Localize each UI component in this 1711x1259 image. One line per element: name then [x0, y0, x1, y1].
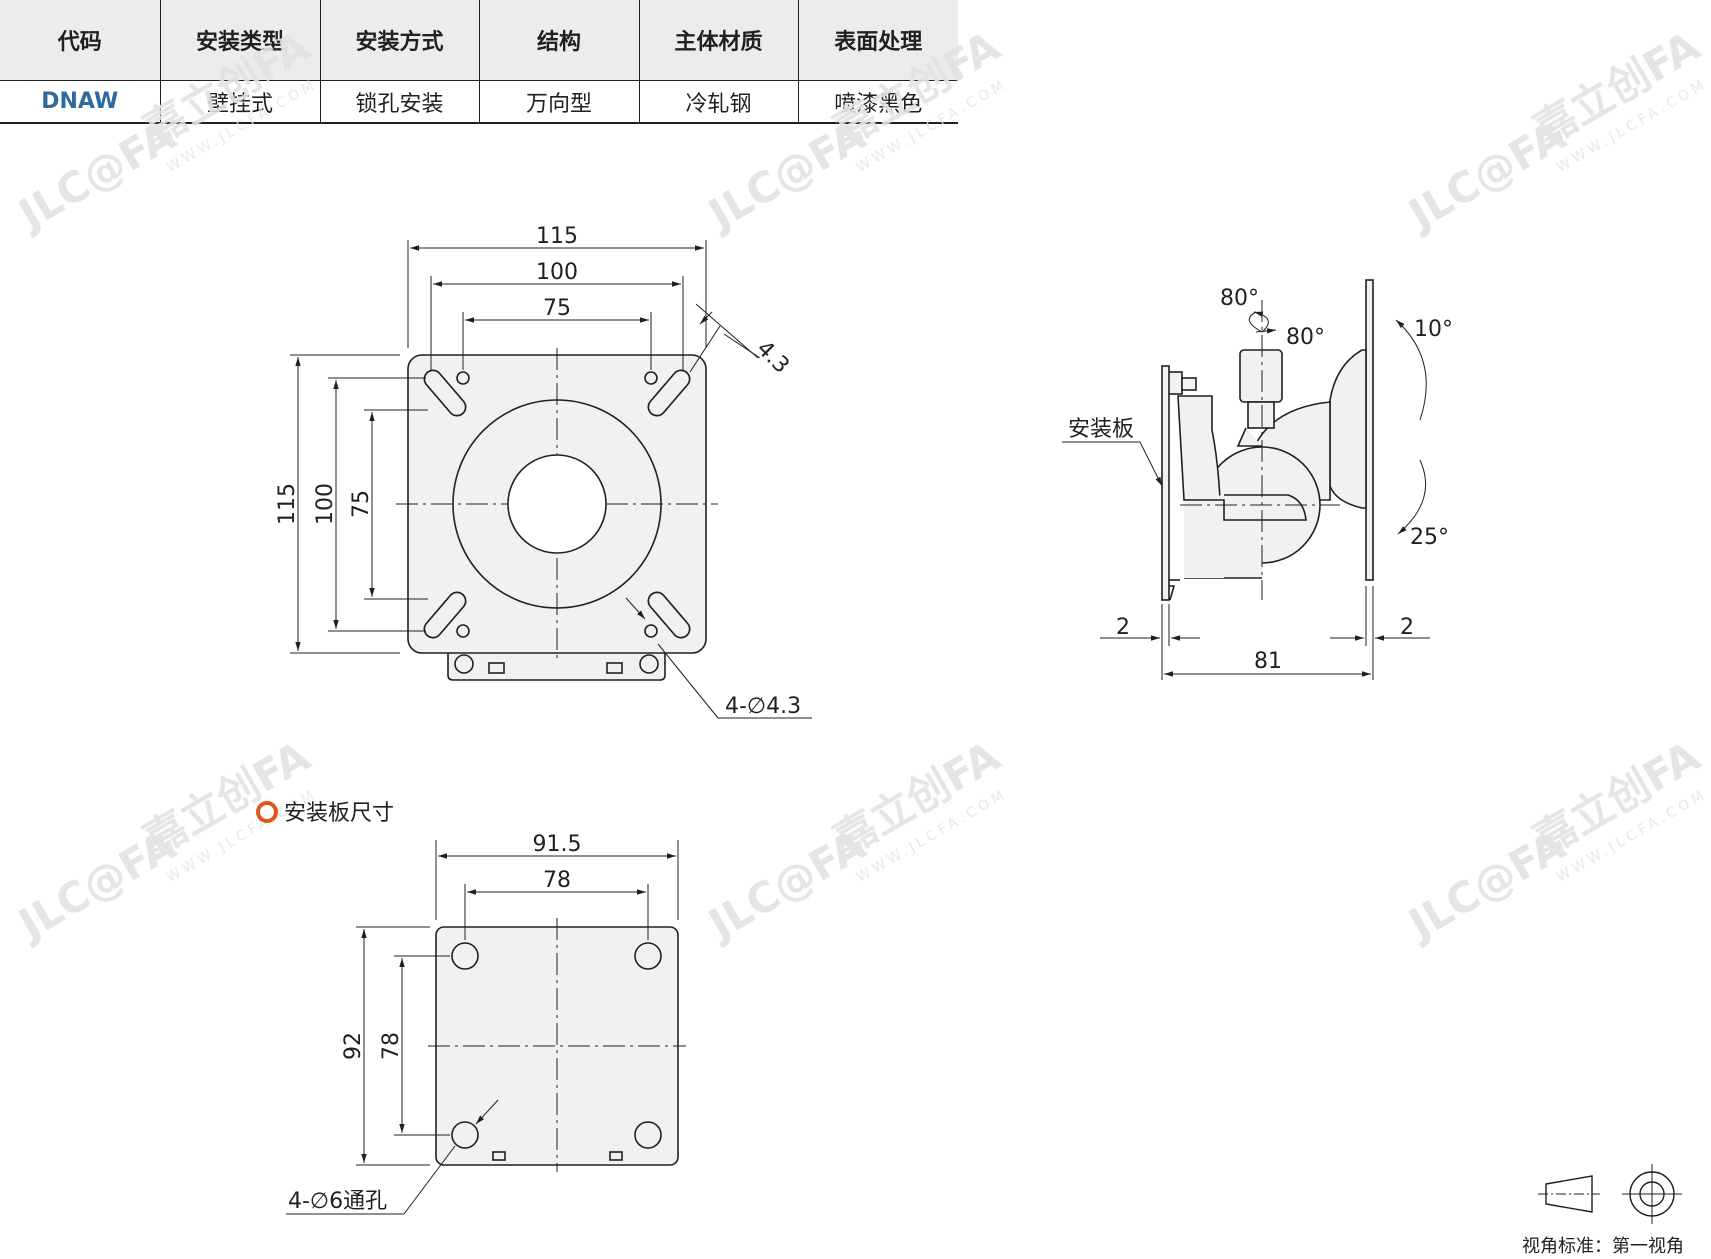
watermark-3: JLC@FA 嘉立创FA WWW.JLCFA.COM: [1398, 21, 1711, 240]
rotation-arrow-10: [1395, 319, 1427, 421]
front-dims-horizontal: [407, 240, 761, 373]
header-material: 主体材质: [639, 0, 799, 81]
plate-slot-right: [609, 1151, 623, 1161]
projection-label: 视角标准：第一视角: [1522, 1236, 1684, 1257]
dim-width-100: 100: [536, 260, 578, 285]
side-dims: [1062, 311, 1430, 680]
hole-top-left: [456, 371, 470, 385]
tab-hole-left: [454, 654, 474, 674]
watermark-6: JLC@FA 嘉立创FA WWW.JLCFA.COM: [1398, 731, 1711, 950]
cell-structure: 万向型: [479, 80, 640, 124]
header-install-method: 安装方式: [320, 0, 480, 81]
watermark-2: JLC@FA 嘉立创FA WWW.JLCFA.COM: [698, 21, 1011, 240]
plate-hole-top-left: [451, 942, 479, 970]
angle-80-a: 80°: [1220, 286, 1259, 311]
side-knob: [1239, 349, 1283, 403]
plate-section-title-text: 安装板尺寸: [284, 801, 394, 826]
side-bowl: [1329, 349, 1367, 509]
dim-slot-4-3: 4.3: [751, 336, 793, 378]
dim-plate-height-78: 78: [379, 1032, 404, 1060]
header-structure: 结构: [479, 0, 640, 81]
plate-slot-left: [492, 1151, 506, 1161]
plate-section-title: 安装板尺寸: [256, 801, 394, 826]
dim-thick-left: 2: [1116, 615, 1130, 640]
spec-table-header-row: 代码 安装类型 安装方式 结构 主体材质 表面处理: [0, 0, 958, 81]
plate-dims: [286, 840, 679, 1215]
label-mount-plate: 安装板: [1068, 417, 1134, 442]
watermark-4: JLC@FA 嘉立创FA WWW.JLCFA.COM: [8, 731, 321, 950]
rotation-arrow-80b: [1255, 328, 1277, 334]
plate-hole-top-right: [634, 942, 662, 970]
cell-code: DNAW: [0, 80, 161, 124]
header-code: 代码: [0, 0, 161, 81]
dim-holes-front: 4-∅4.3: [725, 694, 801, 719]
hole-bottom-right: [644, 624, 658, 638]
inner-bore: [507, 454, 607, 554]
plate-dim-labels: 91.5 78 92 78 4-∅6通孔: [288, 832, 581, 1214]
header-install-type: 安装类型: [160, 0, 321, 81]
watermark-group: JLC@FA 嘉立创FA WWW.JLCFA.COM JLC@FA 嘉立创FA …: [8, 21, 1711, 950]
dim-width-115: 115: [536, 224, 578, 249]
front-dims-vertical: [290, 354, 428, 654]
front-view: [290, 240, 812, 719]
tab-hole-right: [639, 654, 659, 674]
watermark-5: JLC@FA 嘉立创FA WWW.JLCFA.COM: [698, 731, 1011, 950]
header-surface: 表面处理: [798, 0, 958, 81]
cell-material: 冷轧钢: [639, 80, 799, 124]
dim-plate-height-92: 92: [341, 1032, 366, 1060]
side-disc-plate: [1365, 279, 1374, 581]
dim-height-100: 100: [313, 483, 338, 525]
cell-install-method: 锁孔安装: [320, 80, 480, 124]
angle-25: 25°: [1410, 525, 1449, 550]
side-lower-lip: [1184, 494, 1307, 521]
plate-hole-bottom-left: [451, 1121, 479, 1149]
dim-plate-width-91-5: 91.5: [533, 832, 582, 857]
outer-ring: [452, 399, 662, 609]
plate-hole-bottom-right: [634, 1121, 662, 1149]
plate-view: [286, 840, 686, 1215]
section-marker-icon: [256, 801, 278, 823]
hole-top-right: [644, 371, 658, 385]
tab-slot-right: [606, 662, 623, 674]
dim-thick-right: 2: [1400, 615, 1414, 640]
side-bracket: [1177, 395, 1221, 501]
angle-80-b: 80°: [1286, 325, 1325, 350]
dim-width-75: 75: [543, 296, 571, 321]
projection-cone-icon: [1545, 1175, 1593, 1213]
rotation-arrow-80a: [1253, 311, 1269, 333]
spec-table: 代码 安装类型 安装方式 结构 主体材质 表面处理 DNAW 壁挂式 锁孔安装 …: [0, 0, 958, 124]
dim-height-75: 75: [349, 490, 374, 518]
front-dim-labels: 115 100 75 4.3 115 100 75 4-∅4.3: [275, 224, 801, 719]
dim-depth-81: 81: [1254, 649, 1282, 674]
side-dim-labels: 80° 80° 10° 25° 安装板 2 2 81: [1068, 286, 1453, 674]
projection-symbol: [1538, 1164, 1682, 1224]
cell-install-type: 壁挂式: [160, 80, 321, 124]
angle-10: 10°: [1414, 317, 1453, 342]
watermark-1: JLC@FA 嘉立创FA WWW.JLCFA.COM: [8, 21, 321, 240]
side-view: [1161, 279, 1374, 601]
dim-height-115: 115: [275, 483, 300, 525]
dim-plate-holes: 4-∅6通孔: [288, 1189, 387, 1214]
dim-plate-width-78: 78: [543, 868, 571, 893]
table-row: DNAW 壁挂式 锁孔安装 万向型 冷轧钢 喷漆黑色: [0, 80, 958, 124]
cell-surface: 喷漆黑色: [798, 80, 958, 124]
side-mount-plate: [1161, 365, 1170, 601]
side-screw: [1167, 371, 1183, 395]
rotation-arrow-25: [1397, 459, 1427, 535]
hole-bottom-left: [456, 624, 470, 638]
front-hole-leader: [625, 597, 812, 719]
tab-slot-left: [488, 662, 505, 674]
